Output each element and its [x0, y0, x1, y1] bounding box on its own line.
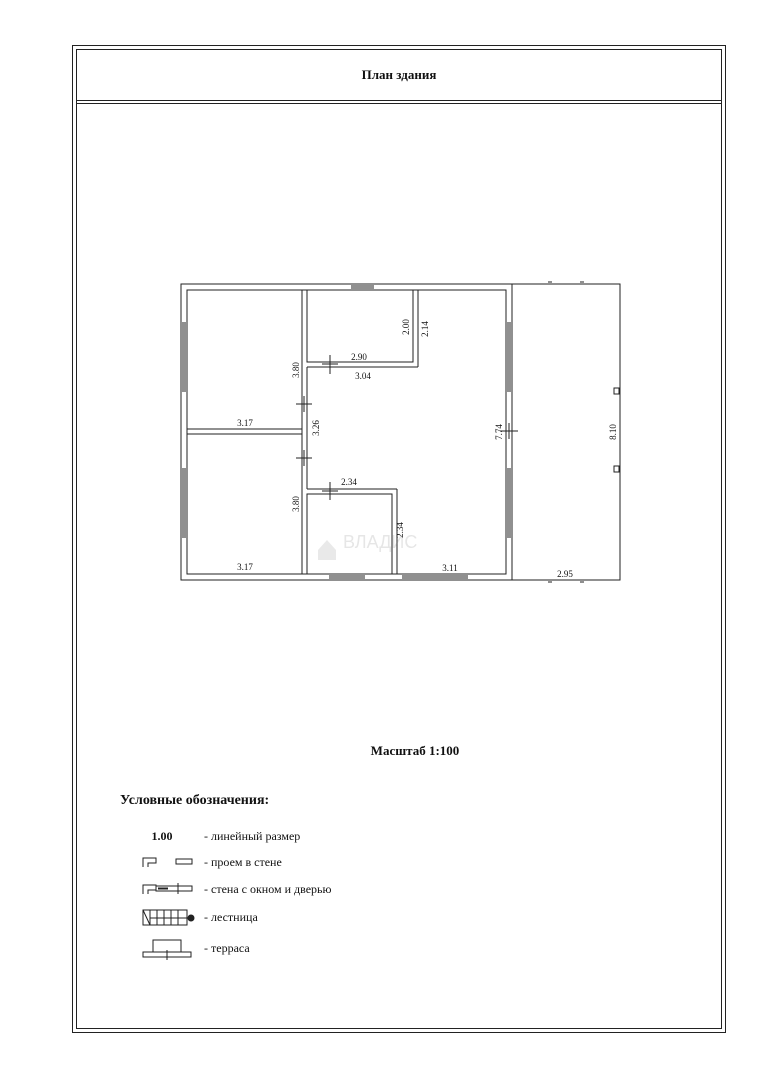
legend-row-wall-window-door: - стена с окном и дверью	[120, 879, 331, 899]
dim-room1-height: 3.80	[291, 362, 301, 378]
room-top-left	[186, 289, 303, 430]
dim-bath-height: 2.34	[395, 522, 405, 538]
opening-icon	[142, 857, 193, 867]
wall-window-door-icon	[142, 883, 193, 894]
dim-room2-width: 3.17	[237, 562, 253, 572]
terrace-outline	[511, 283, 621, 581]
header-divider	[76, 103, 722, 104]
dim-terrace-height: 8.10	[608, 424, 618, 440]
dim-upper-right-height: 2.14	[420, 321, 430, 337]
terrace-icon	[142, 939, 192, 960]
legend-row-terrace: - терраса	[120, 938, 250, 958]
watermark-text: ВЛАДИС	[343, 532, 417, 552]
room-bottom-left	[186, 433, 303, 575]
dim-big-room-height: 7.74	[494, 424, 504, 440]
legend-row-dimension: 1.00 - линейный размер	[120, 826, 301, 846]
dim-terrace-width: 2.95	[557, 569, 573, 579]
dim-small-room-height: 2.00	[401, 319, 411, 335]
legend-text-opening: - проем в стене	[204, 854, 282, 869]
page-title: План здания	[361, 66, 437, 82]
legend-text-stairs: - лестница	[204, 909, 258, 924]
dim-hall-height: 3.26	[311, 420, 321, 436]
dim-bath-width: 2.34	[341, 477, 357, 487]
dim-room2-height: 3.80	[291, 496, 301, 512]
legend-row-stairs: - лестница	[120, 907, 258, 927]
legend-title: Условные обозначения:	[120, 793, 270, 808]
dim-big-room-width: 3.11	[442, 563, 457, 573]
page-frame-outer	[72, 45, 726, 1033]
dim-room1-width: 3.17	[237, 418, 253, 428]
dim-small-room-width: 2.90	[351, 352, 367, 362]
watermark: ВЛАДИС	[318, 532, 417, 560]
stairs-icon	[142, 909, 195, 926]
legend-text-dimension: - линейный размер	[204, 828, 301, 843]
scale-label: Масштаб 1:100	[370, 743, 460, 758]
legend-text-terrace: - терраса	[204, 940, 250, 955]
legend-sample-dimension: 1.00	[151, 828, 173, 843]
dim-hall-top-width: 3.04	[355, 371, 371, 381]
legend-text-wall-window-door: - стена с окном и дверью	[204, 881, 332, 896]
header: План здания	[76, 49, 722, 101]
legend-row-opening: - проем в стене	[120, 852, 282, 872]
page-frame-inner	[76, 49, 722, 1029]
